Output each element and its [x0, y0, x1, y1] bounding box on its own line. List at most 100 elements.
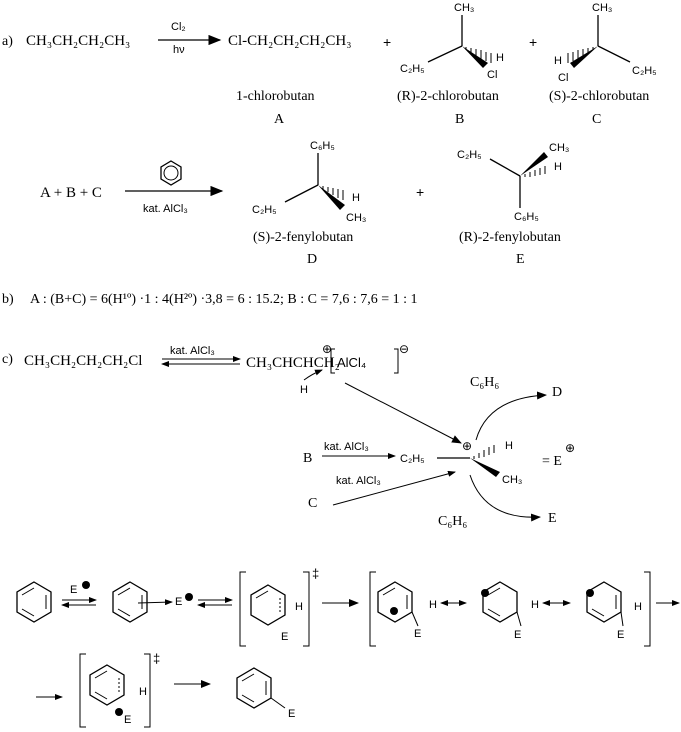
bond — [427, 45, 463, 63]
equilibrium-arrows — [197, 597, 233, 608]
isomer-b-letter: B — [303, 451, 312, 466]
product-a-letter: A — [274, 112, 285, 127]
positive-charge-icon: ⊕ — [565, 441, 575, 455]
transition-state-2 — [89, 664, 125, 716]
product-c-name: (S)-2-chlorobutan — [549, 89, 649, 104]
hashed-wedge-bond — [524, 166, 546, 177]
chlorine-label: Cl — [558, 72, 568, 84]
left-bracket — [239, 571, 246, 647]
solid-wedge-bond — [570, 46, 598, 68]
positive-charge-icon — [115, 708, 123, 716]
hydrogen-label: H — [554, 161, 562, 173]
right-bracket — [303, 571, 310, 647]
ethyl-label: C₂H₅ — [252, 204, 277, 216]
ratio-calculation: A : (B+C) = 6(H¹º) ·1 : 4(H²º) ·3,8 = 6 … — [30, 292, 418, 307]
electrophile-label: E — [281, 631, 288, 643]
carbocation-formula: CH₃CHCHCH₂ — [246, 355, 340, 371]
phenyl-label: C₆H₅ — [310, 140, 335, 152]
chlorine-reagent: Cl₂ — [171, 21, 186, 33]
to-e-arrow — [469, 474, 541, 522]
positive-charge-icon: ⊕ — [462, 439, 472, 453]
attack-arrow — [137, 599, 173, 606]
part-c: c) CH₃CH₂CH₂CH₂Cl kat. AlCl₃ CH₃CHCHCH₂ … — [2, 342, 575, 529]
catalyst-label: kat. AlCl₃ — [170, 345, 215, 357]
hydrogen-label: H — [531, 599, 539, 611]
hashed-wedge-bond — [465, 47, 492, 63]
product-e-name: (R)-2-fenylobutan — [459, 230, 561, 245]
ethyl-label: C₂H₅ — [400, 63, 425, 75]
hydrogen-label: H — [505, 440, 513, 452]
hydrogen-label: H — [634, 601, 642, 613]
product-e-letter: E — [548, 511, 557, 526]
solid-wedge-bond — [520, 152, 548, 176]
part-a-label: a) — [2, 34, 13, 49]
isomer-c-letter: C — [308, 496, 317, 511]
to-carbocation-arrow — [344, 382, 462, 444]
part-b-label: b) — [2, 292, 14, 307]
product-d-name: (S)-2-fenylobutan — [253, 230, 353, 245]
bond — [284, 184, 319, 203]
left-bracket — [79, 653, 86, 728]
positive-charge-icon — [586, 589, 594, 597]
electrophile-label: E — [514, 629, 521, 641]
catalyst-label: kat. AlCl₃ — [336, 475, 381, 487]
benzene-ring-icon — [160, 160, 182, 186]
r-2-phenylbutane-structure: C₂H₅ CH₃ H C₆H₅ — [457, 142, 569, 223]
benzene-ring-icon — [112, 581, 148, 623]
right-bracket — [394, 348, 399, 374]
part-a: a) CH₃CH₂CH₂CH₃ Cl₂ hν Cl-CH₂CH₂CH₂CH₃ +… — [2, 2, 657, 267]
electrophile-label: E — [617, 629, 624, 641]
benzene-reagent: C₆H₆ — [438, 514, 467, 529]
product-a-name: 1-chlorobutan — [236, 89, 315, 104]
r-2-chlorobutane-structure: CH₃ H C₂H₅ Cl — [400, 2, 504, 81]
methyl-label: CH₃ — [502, 474, 522, 486]
hydrogen-label: H — [139, 686, 147, 698]
part-b: b) A : (B+C) = 6(H¹º) ·1 : 4(H²º) ·3,8 =… — [2, 292, 418, 307]
hydrogen-label: H — [429, 599, 437, 611]
methyl-label: CH₃ — [346, 212, 366, 224]
part-c-label: c) — [2, 352, 13, 367]
solid-wedge-bond — [470, 458, 500, 477]
positive-charge-icon — [390, 607, 398, 615]
transition-state-icon: ‡ — [312, 566, 319, 581]
hydrogen-label: H — [496, 52, 504, 64]
plus-sign: + — [383, 34, 391, 50]
chlorine-label: Cl — [487, 69, 497, 81]
positive-charge-icon — [82, 581, 90, 589]
substituted-benzene-structure — [236, 667, 286, 709]
catalyst-label: kat. AlCl₃ — [143, 203, 188, 215]
hydrogen-label: H — [554, 55, 562, 67]
benzene-ring-icon — [250, 584, 286, 626]
sigma-complex-resonance-2 — [481, 581, 522, 627]
product-d-letter: D — [552, 385, 562, 400]
bond — [489, 158, 521, 177]
electrophile-label: E — [70, 584, 77, 596]
catalyst-label: kat. AlCl₃ — [324, 441, 369, 453]
right-bracket — [644, 571, 651, 647]
migrating-hydrogen-label: H — [300, 384, 308, 396]
methyl-label: CH₃ — [549, 142, 569, 154]
ethyl-label: C₂H₅ — [457, 149, 482, 161]
to-d-arrow — [475, 391, 547, 441]
plus-sign: + — [416, 184, 424, 200]
product-d-letter: D — [307, 252, 317, 267]
sigma-complex-resonance-3 — [586, 581, 624, 627]
phenyl-label: C₆H₅ — [514, 211, 539, 223]
positive-charge-icon: ⊕ — [322, 342, 332, 356]
solid-wedge-bond — [318, 185, 345, 210]
product-b-name: (R)-2-chlorobutan — [397, 89, 499, 104]
benzene-ring-icon — [16, 581, 52, 623]
electrophile-label: E — [124, 714, 131, 726]
left-bracket — [369, 571, 376, 647]
solid-wedge-bond — [462, 46, 488, 68]
benzene-reagent: C₆H₆ — [470, 375, 499, 390]
chlorobutane-formula: CH₃CH₂CH₂CH₂Cl — [24, 353, 142, 369]
product-a-formula: Cl-CH₂CH₂CH₂CH₃ — [228, 33, 351, 49]
right-bracket — [144, 653, 151, 728]
equilibrium-arrows — [161, 356, 241, 367]
product-b-letter: B — [455, 112, 464, 127]
negative-charge-icon: ⊖ — [399, 342, 409, 356]
ethyl-label: C₂H₅ — [632, 65, 657, 77]
sigma-complex-resonance-1 — [377, 581, 419, 627]
